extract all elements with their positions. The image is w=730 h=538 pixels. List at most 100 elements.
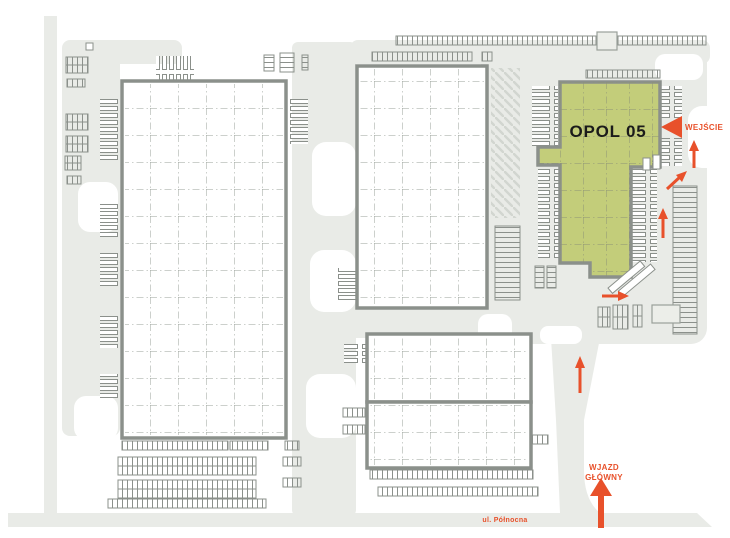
diagonal-arrow-icon: [665, 174, 683, 191]
parking-grid: [65, 121, 89, 131]
parking-row: [371, 51, 473, 62]
parking-grid: [632, 315, 643, 328]
parking-grid: [279, 52, 295, 73]
dock-strip: [660, 138, 682, 166]
right-arrow-head-icon: [618, 291, 629, 301]
parking-row: [342, 424, 366, 435]
parking-row: [282, 477, 302, 488]
building-opol05: OPOL 05: [536, 80, 662, 279]
small-building-top: [596, 31, 618, 51]
small-square-structure: [85, 42, 94, 51]
dock-strip: [286, 98, 308, 144]
loading-docks: [100, 56, 682, 398]
booth: [652, 154, 661, 170]
road-islands: [74, 54, 730, 440]
building-label: OPOL 05: [569, 122, 646, 141]
hall-d-grid: [370, 405, 528, 465]
parking-grid: [66, 78, 86, 88]
up-arrow-head-icon: [575, 356, 585, 368]
parking-grid: [632, 304, 643, 317]
parking-row: [117, 465, 257, 476]
parking-strip: [494, 225, 521, 301]
main-gate-arrow-shaft: [598, 492, 604, 528]
parking-grid: [263, 54, 275, 72]
road-island: [74, 396, 118, 440]
parking-row: [117, 488, 257, 499]
parking-grid: [65, 135, 89, 145]
opol05-grid: [538, 82, 660, 277]
entrance-label: WEJŚCIE: [685, 123, 723, 132]
parking-row: [617, 35, 707, 46]
dock-strip: [100, 252, 122, 288]
road-island: [655, 54, 703, 80]
parking-grid: [534, 265, 545, 289]
road-gate-approach: [551, 338, 600, 513]
parking-grid: [612, 316, 629, 330]
road-island: [540, 326, 582, 344]
parking-grid: [597, 316, 611, 328]
parking-grid: [65, 56, 89, 66]
parking-row: [531, 434, 549, 445]
dock-strip: [100, 204, 122, 238]
main-gate-label-line2: GŁÓWNY: [585, 473, 623, 482]
dock-strip: [100, 374, 122, 398]
parking-row: [117, 456, 257, 467]
up-arrow-head-icon: [658, 208, 668, 219]
parking-row: [377, 486, 539, 497]
parking-grid: [64, 155, 82, 164]
main-gate-arrow-head-icon: [590, 478, 612, 496]
parking-row: [395, 35, 597, 46]
parking-grid: [301, 54, 309, 71]
ramp: [607, 260, 656, 298]
map-labels: WEJŚCIE WJAZD GŁÓWNY ul. Północna: [482, 123, 723, 524]
parking-row: [585, 69, 661, 79]
parking-row: [481, 51, 493, 62]
dock-strip: [660, 86, 682, 118]
hall-c-grid: [370, 337, 528, 399]
ramp-bar: [607, 260, 646, 295]
building-hall-b: [355, 64, 489, 310]
diagonal-arrow-head-icon: [676, 171, 687, 182]
parking-grid: [64, 162, 82, 171]
parking-grid: [597, 306, 611, 318]
dock-strip: [334, 268, 356, 302]
street-label: ul. Północna: [482, 517, 527, 524]
parking-row: [284, 440, 300, 451]
parking-areas: [64, 35, 707, 509]
dock-strip: [538, 168, 560, 260]
dock-strip: [631, 168, 657, 262]
direction-arrows: [575, 116, 699, 528]
road-island: [312, 142, 356, 216]
entrance-arrow-icon: [661, 116, 682, 138]
parking-row: [369, 469, 534, 480]
main-gate-label-line1: WJAZD: [589, 463, 619, 472]
parking-grid: [65, 143, 89, 153]
road-island: [688, 106, 730, 168]
parking-row: [342, 407, 366, 418]
parking-grid: [65, 64, 89, 74]
building-hall-d: [365, 400, 533, 470]
parking-grid: [612, 304, 629, 318]
up-arrow-head-icon: [689, 140, 699, 151]
road-left-lane: [44, 16, 57, 521]
parking-row: [229, 440, 269, 451]
parking-grid: [65, 113, 89, 123]
misc-structures: [85, 31, 681, 324]
parking-grid: [546, 265, 557, 289]
gatehouse: [651, 304, 681, 324]
booth: [642, 157, 651, 171]
parking-row: [121, 440, 229, 451]
parking-row: [117, 479, 257, 490]
dock-strip: [156, 56, 194, 81]
road-island: [306, 374, 356, 438]
parking-grid: [66, 175, 82, 185]
hall-b-grid: [360, 69, 484, 305]
dock-strip: [100, 314, 122, 348]
hall-a-grid: [125, 84, 283, 435]
building-hall-a: [120, 79, 288, 440]
parking-row: [282, 456, 302, 467]
dock-strip: [100, 98, 122, 160]
building-hall-c: [365, 332, 533, 404]
parking-row: [107, 498, 267, 509]
